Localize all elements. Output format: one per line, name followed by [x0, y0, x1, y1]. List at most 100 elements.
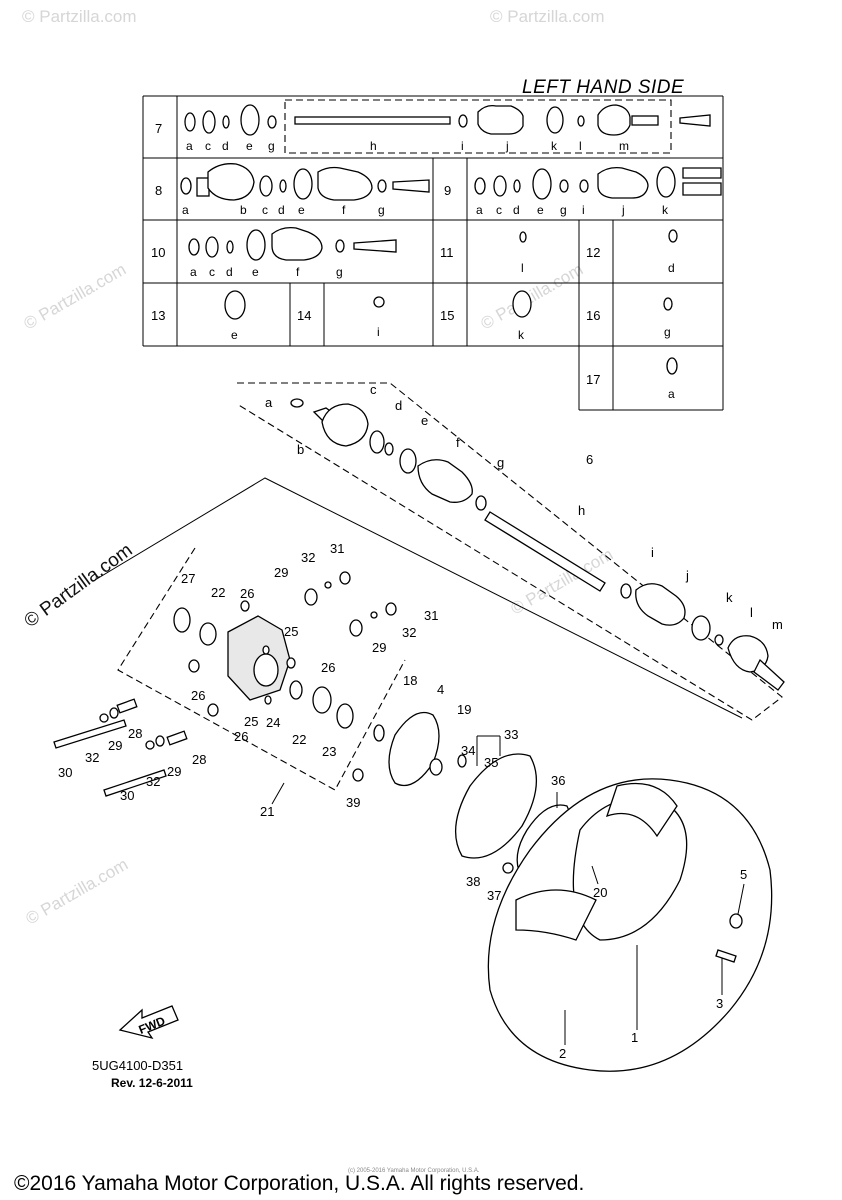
knuckle-parts: [53, 571, 397, 797]
knuckle-group-outline: [117, 547, 406, 791]
leader-lines: [271, 735, 745, 1045]
callout-26c: 26: [191, 688, 205, 703]
row-8-letter-e: e: [298, 203, 305, 217]
row-8-letter-f: f: [342, 203, 346, 217]
callout-1: 1: [631, 1030, 638, 1045]
row-12-letter-d: d: [668, 261, 675, 275]
callout-32a: 32: [301, 550, 315, 565]
shaft-letter-l: l: [750, 605, 753, 620]
callout-25a: 25: [284, 624, 298, 639]
shaft-assembly-outline: [236, 382, 783, 721]
row-8-letter-c: c: [262, 203, 268, 217]
callout-36: 36: [551, 773, 565, 788]
callout-26d: 26: [234, 729, 248, 744]
row-7-letter-c: c: [205, 139, 211, 153]
row-9-letter-e: e: [537, 203, 544, 217]
row-10-letter-f: f: [296, 265, 300, 279]
row-10-letter-e: e: [252, 265, 259, 279]
row-10-letter-c: c: [209, 265, 215, 279]
row-8-letter-a: a: [182, 203, 189, 217]
row-10-letter-a: a: [190, 265, 197, 279]
row-num-16: 16: [586, 308, 600, 323]
row-num-17: 17: [586, 372, 600, 387]
callout-33: 33: [504, 727, 518, 742]
callout-37: 37: [487, 888, 501, 903]
row-7-letter-h: h: [370, 139, 377, 153]
header-title: LEFT HAND SIDE: [522, 77, 684, 98]
callout-5: 5: [740, 867, 747, 882]
callout-29d: 29: [167, 764, 181, 779]
shaft-letter-j: j: [685, 568, 689, 583]
row-num-8: 8: [155, 183, 162, 198]
row-7-letter-j: j: [505, 139, 509, 153]
row-7-letter-a: a: [186, 139, 193, 153]
drive-shaft-parts: [290, 398, 785, 691]
row-num-12: 12: [586, 245, 600, 260]
callout-22a: 22: [211, 585, 225, 600]
watermark-lower-left: © Partzilla.com: [23, 855, 132, 929]
row-9-letter-i: i: [582, 203, 585, 217]
watermark-top-left: © Partzilla.com: [22, 7, 137, 26]
shaft-letter-c: c: [370, 382, 377, 397]
row-17-letter-a: a: [668, 387, 675, 401]
callout-18: 18: [403, 673, 417, 688]
row-num-15: 15: [440, 308, 454, 323]
callout-29c: 29: [108, 738, 122, 753]
row-9-letter-j: j: [621, 203, 625, 217]
shaft-letter-k: k: [726, 590, 733, 605]
callout-4: 4: [437, 682, 444, 697]
revision: Rev. 12-6-2011: [111, 1076, 193, 1090]
row-num-14: 14: [297, 308, 311, 323]
callout-26b: 26: [321, 660, 335, 675]
shaft-letter-d: d: [395, 398, 402, 413]
row-7-letter-e: e: [246, 139, 253, 153]
watermark-mid-left: © Partzilla.com: [21, 260, 130, 334]
hub-wheel-parts: [352, 711, 773, 1072]
shaft-letter-m: m: [772, 617, 783, 632]
row-num-9: 9: [444, 183, 451, 198]
watermark-top-right: © Partzilla.com: [490, 7, 605, 26]
callout-27: 27: [181, 571, 195, 586]
callout-26a: 26: [240, 586, 254, 601]
row-9-letter-k: k: [662, 203, 669, 217]
watermark-dark: © Partzilla.com: [21, 540, 137, 632]
row-16-letter-g: g: [664, 325, 671, 339]
row-8-parts: [180, 163, 430, 201]
row-7-letter-k: k: [551, 139, 558, 153]
row-7-letter-i: i: [461, 139, 464, 153]
frame-line: [94, 477, 743, 719]
callout-30b: 30: [120, 788, 134, 803]
row-7-letter-g: g: [268, 139, 275, 153]
fwd-arrow-icon: FWD: [118, 1005, 179, 1040]
row-7-parts: [184, 104, 711, 136]
shaft-letter-i: i: [651, 545, 654, 560]
callout-29a: 29: [274, 565, 288, 580]
row-9-letter-c: c: [496, 203, 502, 217]
callout-30a: 30: [58, 765, 72, 780]
callout-25b: 25: [244, 714, 258, 729]
callout-28b: 28: [192, 752, 206, 767]
tiny-copyright: (c) 2005-2016 Yamaha Motor Corporation, …: [348, 1168, 480, 1174]
row-8-letter-g: g: [378, 203, 385, 217]
shaft-ref-6: 6: [586, 452, 593, 467]
row-num-11: 11: [440, 245, 454, 260]
callout-35: 35: [484, 755, 498, 770]
row-7-letter-d: d: [222, 139, 229, 153]
callout-32c: 32: [85, 750, 99, 765]
callout-28a: 28: [128, 726, 142, 741]
shaft-letter-b: b: [297, 442, 304, 457]
callout-3: 3: [716, 996, 723, 1011]
row-11-letter-l: l: [521, 261, 524, 275]
callout-22b: 22: [292, 732, 306, 747]
watermark-table: © Partzilla.com: [478, 260, 587, 334]
callout-32b: 32: [402, 625, 416, 640]
callout-39: 39: [346, 795, 360, 810]
copyright: ©2016 Yamaha Motor Corporation, U.S.A. A…: [14, 1172, 584, 1195]
row-10-letter-g: g: [336, 265, 343, 279]
callout-38: 38: [466, 874, 480, 889]
row-14-letter-i: i: [377, 325, 380, 339]
callout-31a: 31: [330, 541, 344, 556]
callout-34: 34: [461, 743, 475, 758]
row-9-parts: [474, 166, 722, 200]
